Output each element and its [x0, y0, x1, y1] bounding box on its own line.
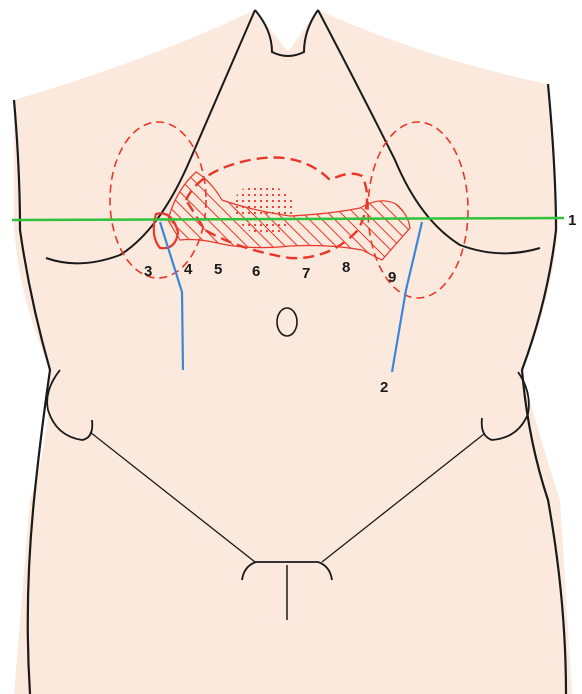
label-4: 4 [184, 261, 193, 278]
label-8: 8 [342, 259, 350, 276]
label-5: 5 [214, 261, 222, 278]
label-2: 2 [380, 379, 388, 396]
label-6: 6 [252, 263, 260, 280]
label-9: 9 [388, 269, 396, 286]
label-3: 3 [144, 263, 152, 280]
label-1: 1 [568, 212, 576, 229]
label-7: 7 [302, 265, 310, 282]
torso-silhouette [14, 10, 572, 694]
